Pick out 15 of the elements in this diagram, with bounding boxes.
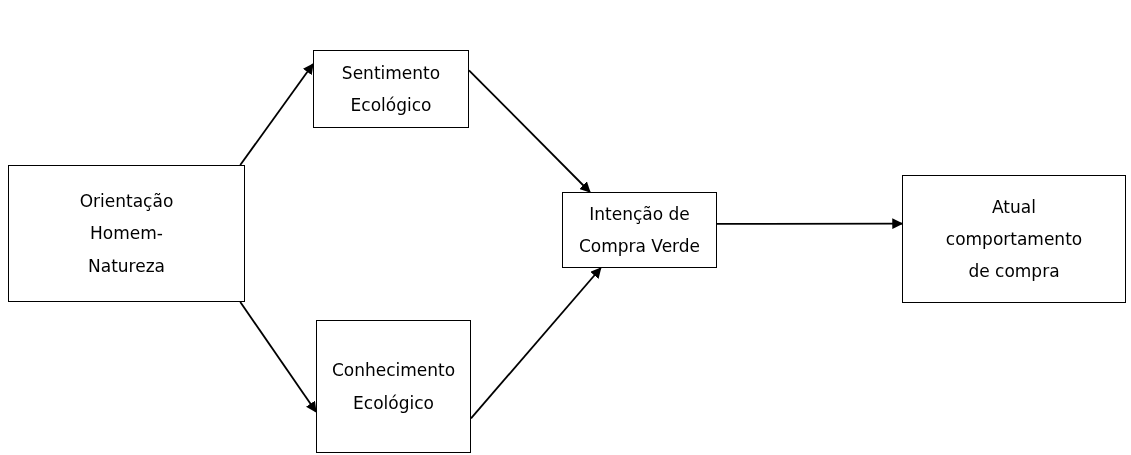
arrow [239, 63, 314, 166]
process-box [8, 165, 245, 302]
box-label: Conhecimento Ecológico [330, 359, 457, 415]
process-box [316, 320, 471, 453]
arrow [716, 218, 904, 230]
box-label: Sentimento Ecológico [340, 61, 442, 117]
box-label: Orientação Homem-Natureza [78, 190, 175, 278]
process-box [562, 192, 717, 268]
process-box [902, 175, 1126, 303]
box-label: Intenção de Compra Verde [577, 202, 702, 258]
arrow [468, 69, 591, 193]
process-box [313, 50, 469, 128]
arrow [239, 301, 317, 413]
box-label: Atual comportamento de compra [944, 195, 1084, 284]
arrow [470, 267, 602, 420]
